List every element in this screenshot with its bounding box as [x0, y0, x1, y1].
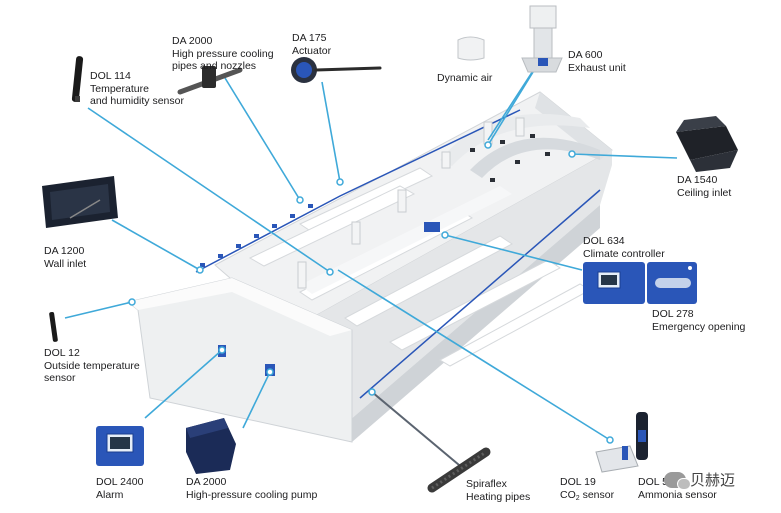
- da1540-code: DA 1540: [677, 174, 718, 186]
- leader-dots: [128, 141, 614, 444]
- dol114-desc: Temperature: [90, 82, 149, 95]
- da2000-pump-desc: High-pressure cooling pump: [186, 488, 318, 501]
- dol278-emergency-illustration: [647, 262, 697, 304]
- da1200-label: DA 1200 Wall inlet: [44, 245, 86, 270]
- dol19-desc-post: sensor: [579, 488, 615, 501]
- dol114-desc2: and humidity sensor: [90, 95, 184, 107]
- dol12-label: DOL 12 Outside temperature sensor: [44, 347, 140, 385]
- da175-label: DA 175 Actuator: [292, 32, 331, 57]
- da1200-code: DA 1200: [44, 245, 85, 257]
- da1200-wall-inlet-illustration: [42, 176, 118, 228]
- dol114-code: DOL 114: [90, 70, 131, 82]
- dol19-desc: CO2 sensor: [560, 489, 614, 506]
- da175-desc: Actuator: [292, 44, 332, 57]
- da1540-desc: Ceiling inlet: [677, 186, 732, 199]
- da1540-label: DA 1540 Ceiling inlet: [677, 174, 731, 199]
- dynamic-air-illustration: [457, 36, 485, 61]
- dol12-sensor-illustration: [49, 311, 58, 342]
- dol19-desc-sub: 2: [575, 494, 580, 502]
- dol2400-code: DOL 2400: [96, 476, 144, 488]
- dynamic-air-desc: Dynamic air: [437, 72, 493, 84]
- dol278-label: DOL 278 Emergency opening: [652, 308, 745, 333]
- da2000-pipes-desc2: pipes and nozzles: [172, 60, 257, 72]
- da600-label: DA 600 Exhaust unit: [568, 49, 626, 74]
- dol634-desc: Climate controller: [583, 247, 665, 260]
- ammonia-sensor-illustration: [636, 412, 648, 460]
- watermark: 贝赫迈: [664, 469, 735, 490]
- dol19-code: DOL 19: [560, 476, 596, 488]
- dol12-code: DOL 12: [44, 347, 80, 359]
- poultry-house-building: [126, 91, 613, 443]
- da600-code: DA 600: [568, 49, 603, 61]
- spiraflex-code: Spiraflex: [466, 478, 507, 490]
- watermark-text: 贝赫迈: [690, 471, 736, 489]
- wechat-icon: [664, 471, 691, 490]
- dol114-label: DOL 114 Temperature and humidity sensor: [90, 70, 184, 108]
- da1540-ceiling-inlet-illustration: [676, 116, 738, 172]
- dol114-sensor-illustration: [71, 56, 84, 102]
- dol2400-desc: Alarm: [96, 488, 124, 501]
- da175-actuator-illustration: [291, 57, 382, 83]
- da600-exhaust-illustration: [521, 5, 563, 73]
- ammonia-desc: Ammonia sensor: [638, 488, 717, 501]
- dol2400-alarm-illustration: [96, 426, 144, 466]
- spiraflex-leader: [371, 391, 466, 471]
- da2000-pipes-label: DA 2000 High pressure cooling pipes and …: [172, 35, 274, 73]
- dol2400-label: DOL 2400 Alarm: [96, 476, 143, 501]
- da2000-pump-label: DA 2000 High-pressure cooling pump: [186, 476, 317, 501]
- dol12-desc: Outside temperature: [44, 359, 140, 372]
- da175-code: DA 175: [292, 32, 327, 44]
- leader-lines: [64, 59, 678, 441]
- dol634-label: DOL 634 Climate controller: [583, 235, 665, 260]
- da2000-pump-code: DA 2000: [186, 476, 227, 488]
- spiraflex-desc: Heating pipes: [466, 490, 531, 503]
- dol278-desc: Emergency opening: [652, 320, 746, 333]
- dol19-desc-pre: CO: [560, 488, 576, 501]
- dol278-code: DOL 278: [652, 308, 694, 320]
- dol634-code: DOL 634: [583, 235, 625, 247]
- dol19-label: DOL 19 CO2 sensor: [560, 476, 614, 505]
- dol634-controller-illustration: [583, 262, 645, 304]
- da600-desc: Exhaust unit: [568, 61, 626, 74]
- da2000-pipes-desc: High pressure cooling: [172, 47, 274, 60]
- da2000-pipes-illustration: [177, 66, 243, 95]
- dynamic-air-label: Dynamic air: [437, 72, 492, 85]
- spiraflex-label: Spiraflex Heating pipes: [466, 478, 530, 503]
- dol12-desc2: sensor: [44, 372, 76, 384]
- spiraflex-pipe-illustration: [427, 447, 491, 493]
- da2000-pump-illustration: [186, 418, 236, 474]
- da1200-desc: Wall inlet: [44, 257, 87, 270]
- dol19-co2-sensor-illustration: [595, 445, 639, 473]
- da2000-pipes-code: DA 2000: [172, 35, 213, 47]
